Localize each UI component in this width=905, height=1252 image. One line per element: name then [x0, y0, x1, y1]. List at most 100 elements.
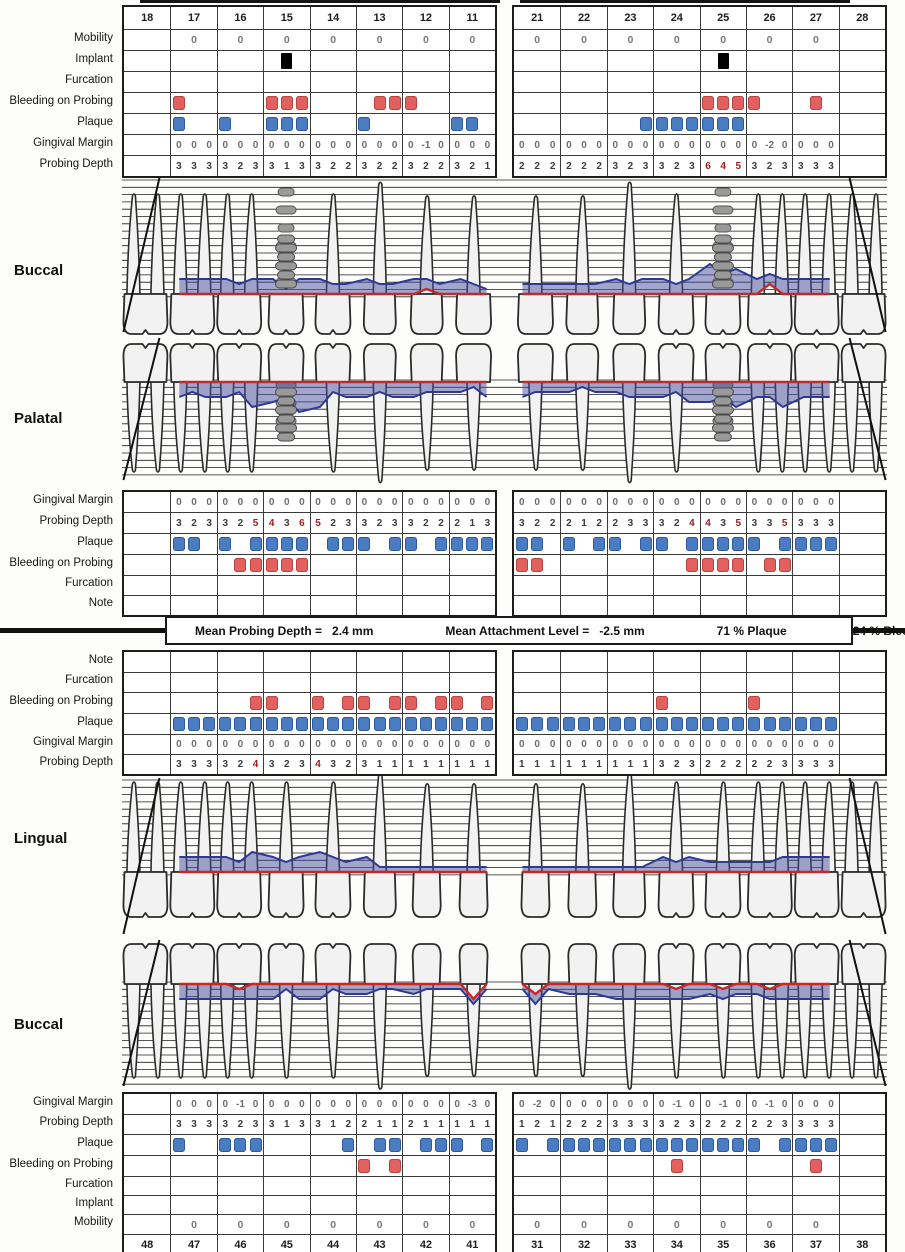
upper-right-quadrant-table-tooth-17-bleeding[interactable]: [170, 92, 217, 113]
lower-left-buccal-table-tooth-31-mobility[interactable]: 0: [514, 1214, 561, 1234]
upper-right-palatal-table-tooth-12-bleeding[interactable]: [402, 554, 449, 575]
upper-left-palatal-table-tooth-22-plaque[interactable]: [560, 533, 607, 554]
upper-left-quadrant-table-tooth-27-implant[interactable]: [792, 50, 839, 71]
upper-right-palatal-table-tooth-14-note[interactable]: [309, 595, 356, 615]
lower-left-buccal-table-tooth-33-mobility[interactable]: 0: [606, 1214, 654, 1234]
upper-right-palatal-table-tooth-14-plaque[interactable]: [309, 533, 356, 554]
lower-left-buccal-table-tooth-35-plaque[interactable]: [699, 1134, 746, 1155]
upper-right-palatal-table-tooth-11-plaque[interactable]: [448, 533, 495, 554]
upper-left-quadrant-table-tooth-25-furcation[interactable]: [699, 71, 746, 92]
upper-left-palatal-table-tooth-21-bleeding[interactable]: [514, 554, 561, 575]
upper-right-quadrant-table-tooth-13-bleeding[interactable]: [355, 92, 403, 113]
upper-right-quadrant-table-tooth-11-bleeding[interactable]: [448, 92, 495, 113]
lower-right-lingual-table-tooth-47-furcation[interactable]: [170, 672, 217, 692]
lower-left-lingual-table-tooth-34-plaque[interactable]: [653, 713, 700, 734]
upper-left-quadrant-table-tooth-22-furcation[interactable]: [560, 71, 607, 92]
upper-right-palatal-table-tooth-17-furcation[interactable]: [170, 575, 217, 595]
upper-left-palatal-table-tooth-24-plaque[interactable]: [653, 533, 700, 554]
lower-left-buccal-table-tooth-31-plaque[interactable]: [514, 1134, 561, 1155]
upper-left-quadrant-table-tooth-24-furcation[interactable]: [653, 71, 700, 92]
upper-left-palatal-table-tooth-24-furcation[interactable]: [653, 575, 700, 595]
upper-left-quadrant-table-tooth-28-bleeding[interactable]: [838, 92, 885, 113]
upper-right-quadrant-table-tooth-18-plaque[interactable]: [124, 113, 171, 134]
upper-right-palatal-table-tooth-16-note[interactable]: [216, 595, 264, 615]
lower-left-buccal-table-tooth-37-plaque[interactable]: [792, 1134, 839, 1155]
lower-left-buccal-table-tooth-35-furcation[interactable]: [699, 1176, 746, 1195]
upper-right-palatal-table-tooth-14-bleeding[interactable]: [309, 554, 356, 575]
lower-right-buccal-table-tooth-42-bleeding[interactable]: [402, 1155, 449, 1176]
upper-right-palatal-table-tooth-13-note[interactable]: [355, 595, 403, 615]
lower-right-lingual-table-tooth-47-plaque[interactable]: [170, 713, 217, 734]
upper-left-quadrant-table-tooth-26-plaque[interactable]: [745, 113, 793, 134]
upper-right-quadrant-table-tooth-13-plaque[interactable]: [355, 113, 403, 134]
upper-right-palatal-table-tooth-11-note[interactable]: [448, 595, 495, 615]
lower-right-buccal-table-tooth-46-furcation[interactable]: [216, 1176, 264, 1195]
lower-left-buccal-table-tooth-35-implant[interactable]: [699, 1195, 746, 1214]
upper-left-palatal-table-tooth-21-furcation[interactable]: [514, 575, 561, 595]
lower-right-lingual-table-tooth-43-note[interactable]: [355, 652, 402, 672]
lower-left-buccal-table-tooth-36-furcation[interactable]: [745, 1176, 793, 1195]
lower-left-lingual-table-tooth-32-note[interactable]: [560, 652, 606, 672]
upper-right-quadrant-table-tooth-14-plaque[interactable]: [309, 113, 356, 134]
upper-left-quadrant-table-tooth-28-gingival-margin[interactable]: [838, 134, 885, 155]
upper-left-quadrant-table-tooth-24-implant[interactable]: [653, 50, 700, 71]
upper-left-palatal-table-tooth-28-probing-depth[interactable]: [838, 512, 885, 533]
lower-left-lingual-table-tooth-37-bleeding[interactable]: [792, 692, 839, 713]
lower-right-buccal-table-tooth-48-bleeding[interactable]: [124, 1155, 171, 1176]
lower-left-lingual-table-tooth-37-note[interactable]: [792, 652, 838, 672]
lower-right-lingual-table-tooth-42-note[interactable]: [402, 652, 448, 672]
upper-left-palatal-table-tooth-25-bleeding[interactable]: [699, 554, 746, 575]
upper-right-quadrant-table-tooth-14-implant[interactable]: [309, 50, 356, 71]
lower-right-buccal-table-tooth-44-plaque[interactable]: [309, 1134, 356, 1155]
upper-left-palatal-table-tooth-26-plaque[interactable]: [745, 533, 793, 554]
upper-left-palatal-table-tooth-26-note[interactable]: [745, 595, 793, 615]
lower-right-lingual-table-tooth-47-note[interactable]: [170, 652, 216, 672]
upper-left-quadrant-table-tooth-27-bleeding[interactable]: [792, 92, 839, 113]
lower-left-lingual-table-tooth-36-bleeding[interactable]: [745, 692, 793, 713]
upper-right-palatal-table-tooth-17-plaque[interactable]: [170, 533, 217, 554]
lower-left-buccal-table-tooth-32-mobility[interactable]: 0: [560, 1214, 607, 1234]
lower-right-buccal-table-tooth-48-probing-depth[interactable]: [124, 1114, 171, 1134]
lower-right-buccal-table-tooth-47-mobility[interactable]: 0: [170, 1214, 217, 1234]
upper-left-quadrant-table-tooth-22-plaque[interactable]: [560, 113, 607, 134]
upper-right-quadrant-table-tooth-13-furcation[interactable]: [355, 71, 403, 92]
lower-right-lingual-table-tooth-44-bleeding[interactable]: [309, 692, 356, 713]
upper-right-quadrant-table-tooth-11-plaque[interactable]: [448, 113, 495, 134]
lower-right-buccal-table-tooth-44-furcation[interactable]: [309, 1176, 356, 1195]
upper-right-palatal-table-tooth-16-furcation[interactable]: [216, 575, 264, 595]
lower-left-buccal-table-tooth-36-implant[interactable]: [745, 1195, 793, 1214]
upper-right-quadrant-table-tooth-13-mobility[interactable]: 0: [355, 29, 403, 50]
upper-right-quadrant-table-tooth-17-mobility[interactable]: 0: [170, 29, 217, 50]
